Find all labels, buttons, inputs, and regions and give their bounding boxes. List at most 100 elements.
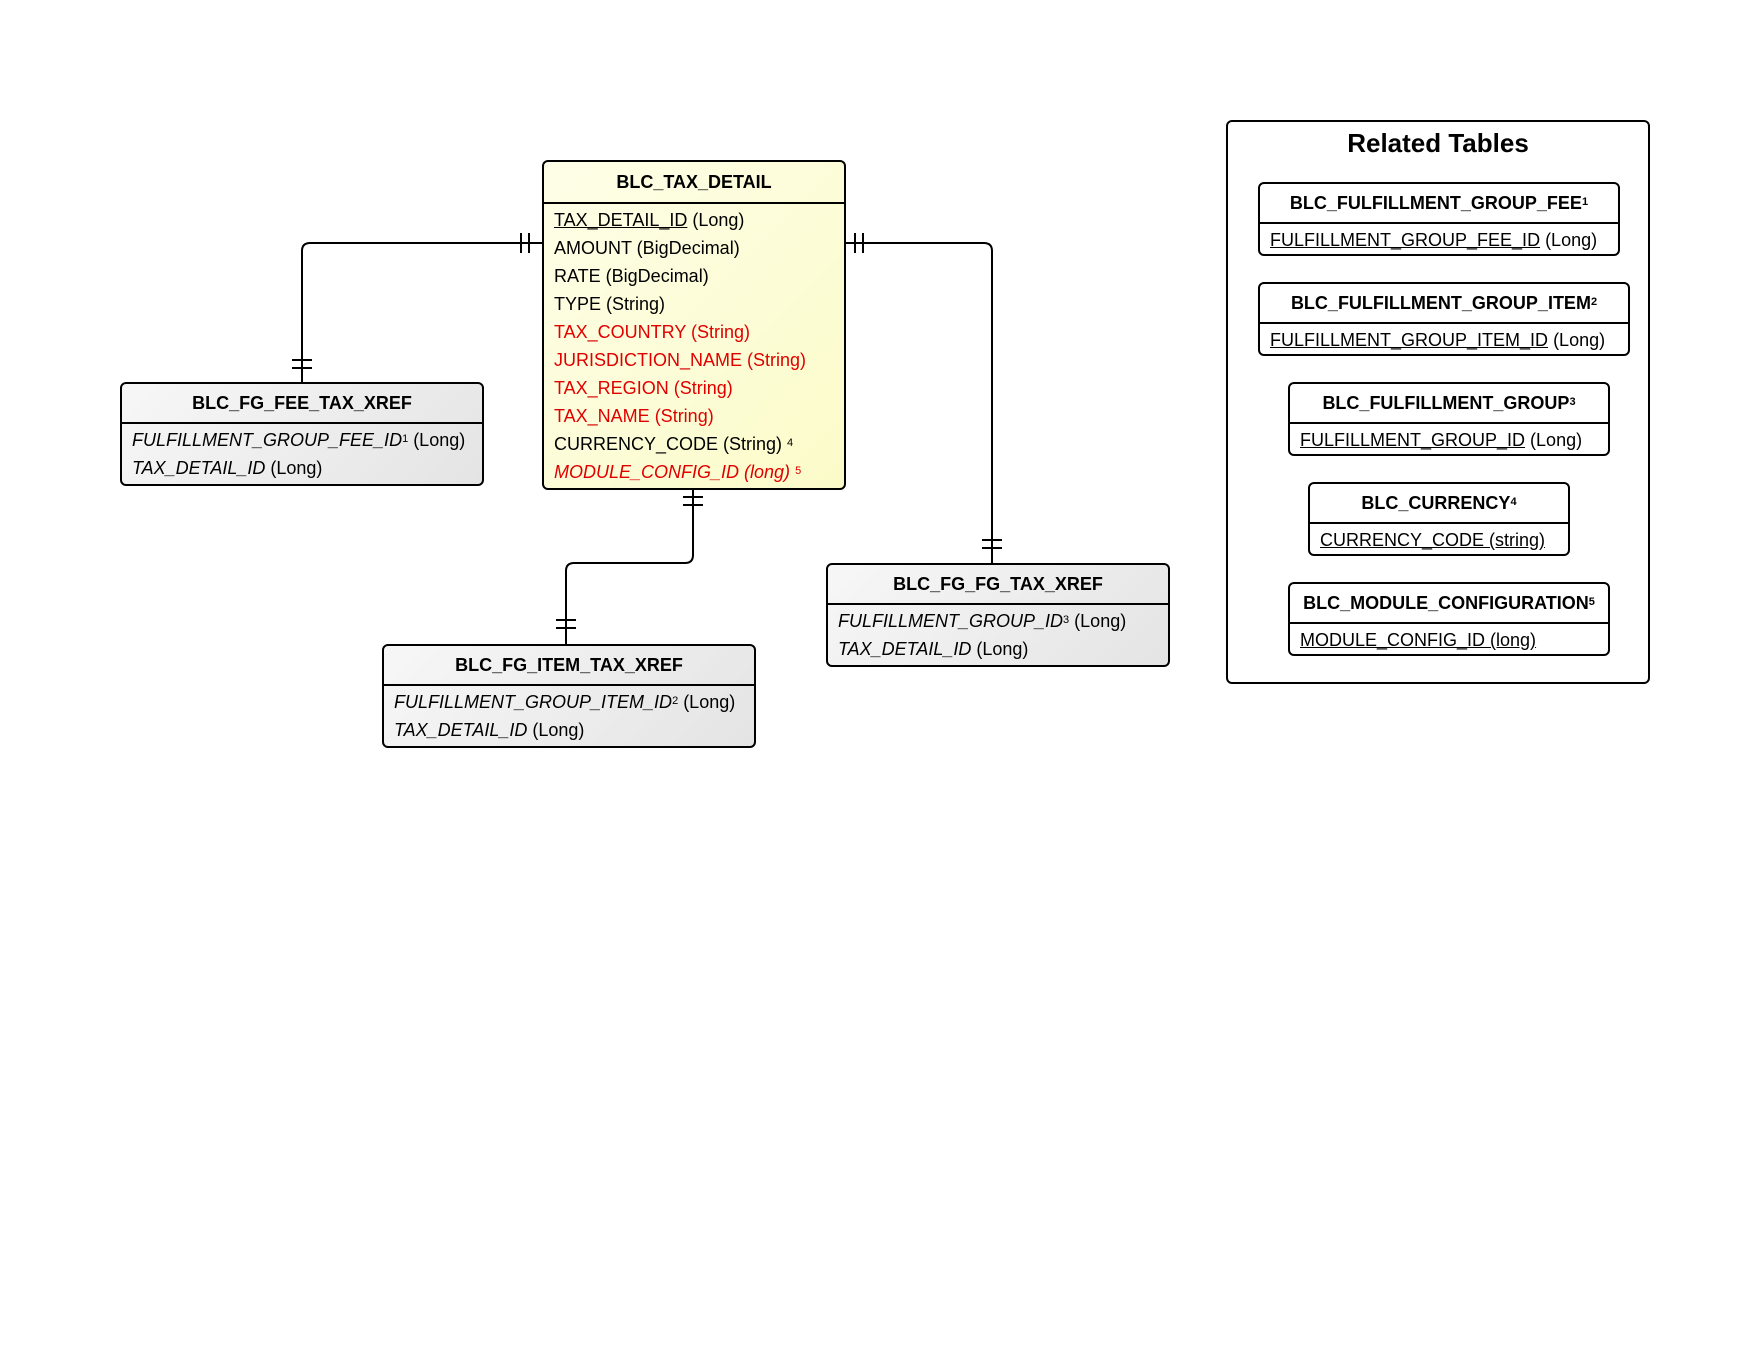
- entity-fields: FULFILLMENT_GROUP_ID3 (Long)TAX_DETAIL_I…: [828, 605, 1168, 663]
- entity-fields: FULFILLMENT_GROUP_ITEM_ID (Long): [1260, 324, 1628, 354]
- primary-key: FULFILLMENT_GROUP_FEE_ID: [1270, 230, 1541, 250]
- field-name: TAX_REGION: [554, 378, 669, 398]
- related-table-name: BLC_CURRENCY: [1361, 493, 1511, 513]
- field-row: TAX_COUNTRY (String): [554, 318, 844, 346]
- related-table-name: BLC_MODULE_CONFIGURATION: [1303, 593, 1589, 613]
- entity-fields: FULFILLMENT_GROUP_FEE_ID (Long): [1260, 224, 1618, 254]
- field-name: FULFILLMENT_GROUP_ITEM_ID: [394, 692, 673, 712]
- related-table-name: BLC_FULFILLMENT_GROUP: [1322, 393, 1570, 413]
- entity-blc-fg-item-tax-xref[interactable]: BLC_FG_ITEM_TAX_XREF FULFILLMENT_GROUP_I…: [382, 644, 756, 748]
- footnote-marker: 4: [787, 437, 794, 449]
- field-name: MODULE_CONFIG_ID: [554, 462, 740, 482]
- link-fee-xref: [301, 242, 542, 382]
- field-name: TAX_DETAIL_ID: [132, 458, 266, 478]
- cardinality-one-marker: [683, 496, 703, 506]
- field-type: (BigDecimal): [631, 238, 740, 258]
- entity-fields: FULFILLMENT_GROUP_ID (Long): [1290, 424, 1608, 454]
- footnote-marker: 5: [795, 465, 802, 477]
- cardinality-one-marker: [854, 233, 864, 253]
- field-type: (long): [739, 462, 796, 482]
- field-type: (Long): [687, 210, 745, 230]
- field-name: TAX_DETAIL_ID: [394, 720, 528, 740]
- field-type: (String): [686, 322, 751, 342]
- related-tables-title: Related Tables: [1347, 128, 1529, 158]
- footnote-marker: 2: [1590, 296, 1598, 308]
- field-name: TAX_DETAIL_ID: [838, 639, 972, 659]
- primary-key: FULFILLMENT_GROUP_ID: [1300, 430, 1526, 450]
- footnote-marker: 3: [1569, 396, 1576, 408]
- related-table-title: BLC_FULFILLMENT_GROUP_ITEM2: [1260, 284, 1628, 324]
- field-row: JURISDICTION_NAME (String): [554, 346, 844, 374]
- cardinality-one-marker: [556, 619, 576, 629]
- field-type: (Long): [1548, 330, 1606, 350]
- field-name: TAX_DETAIL_ID: [554, 210, 688, 230]
- field-name: FULFILLMENT_GROUP_FEE_ID: [132, 430, 403, 450]
- footnote-marker: 1: [402, 433, 409, 445]
- field-row: TAX_DETAIL_ID (Long): [132, 454, 482, 482]
- field-row: FULFILLMENT_GROUP_FEE_ID1 (Long): [132, 426, 482, 454]
- field-type: (Long): [1069, 611, 1127, 631]
- related-table-name: BLC_FULFILLMENT_GROUP_FEE: [1289, 193, 1582, 213]
- footnote-marker: 2: [672, 695, 679, 707]
- related-tables-panel: Related Tables BLC_FULFILLMENT_GROUP_FEE…: [1226, 120, 1650, 684]
- link-item-xref: [565, 490, 694, 644]
- field-name: TYPE: [554, 294, 602, 314]
- field-row: AMOUNT (BigDecimal): [554, 234, 844, 262]
- entity-blc-tax-detail[interactable]: BLC_TAX_DETAIL TAX_DETAIL_ID (Long)AMOUN…: [542, 160, 846, 490]
- entity-fields: FULFILLMENT_GROUP_ITEM_ID2 (Long)TAX_DET…: [384, 686, 754, 744]
- primary-key: FULFILLMENT_GROUP_ITEM_ID: [1270, 330, 1549, 350]
- footnote-marker: 1: [1581, 196, 1589, 208]
- field-type: (String): [668, 378, 733, 398]
- related-table-name: BLC_FULFILLMENT_GROUP_ITEM: [1290, 293, 1591, 313]
- footnote-marker: 4: [1510, 496, 1517, 508]
- primary-key: CURRENCY_CODE (string): [1320, 530, 1546, 550]
- related-table-title: BLC_FULFILLMENT_GROUP_FEE1: [1260, 184, 1618, 224]
- field-row: TAX_DETAIL_ID (Long): [394, 716, 754, 744]
- field-row: MODULE_CONFIG_ID (long): [1300, 626, 1608, 654]
- field-row: FULFILLMENT_GROUP_ITEM_ID (Long): [1270, 326, 1628, 354]
- field-name: FULFILLMENT_GROUP_ID: [838, 611, 1064, 631]
- entity-fields: FULFILLMENT_GROUP_FEE_ID1 (Long)TAX_DETA…: [122, 424, 482, 482]
- entity-title: BLC_FG_FEE_TAX_XREF: [122, 384, 482, 424]
- field-name: TAX_COUNTRY: [554, 322, 687, 342]
- field-row: TAX_REGION (String): [554, 374, 844, 402]
- related-table-title: BLC_MODULE_CONFIGURATION5: [1290, 584, 1608, 624]
- field-type: (String): [718, 434, 788, 454]
- entity-blc-fg-fg-tax-xref[interactable]: BLC_FG_FG_TAX_XREF FULFILLMENT_GROUP_ID3…: [826, 563, 1170, 667]
- field-name: TAX_NAME: [554, 406, 650, 426]
- entity-fields: MODULE_CONFIG_ID (long): [1290, 624, 1608, 654]
- field-row: CURRENCY_CODE (String) 4: [554, 430, 844, 458]
- field-row: TYPE (String): [554, 290, 844, 318]
- entity-title: BLC_FG_ITEM_TAX_XREF: [384, 646, 754, 686]
- field-row: FULFILLMENT_GROUP_ITEM_ID2 (Long): [394, 688, 754, 716]
- footnote-marker: 3: [1063, 614, 1070, 626]
- entity-title: BLC_FG_FG_TAX_XREF: [828, 565, 1168, 605]
- related-table-title: BLC_CURRENCY4: [1310, 484, 1568, 524]
- field-type: (Long): [1540, 230, 1598, 250]
- cardinality-one-marker: [982, 539, 1002, 549]
- field-type: (Long): [265, 458, 323, 478]
- footnote-marker: 5: [1588, 596, 1595, 608]
- entity-blc-fg-fee-tax-xref[interactable]: BLC_FG_FEE_TAX_XREF FULFILLMENT_GROUP_FE…: [120, 382, 484, 486]
- field-row: TAX_NAME (String): [554, 402, 844, 430]
- cardinality-one-marker: [520, 233, 530, 253]
- field-type: (String): [601, 294, 666, 314]
- link-fg-xref: [846, 242, 993, 563]
- field-type: (Long): [408, 430, 466, 450]
- field-type: (Long): [971, 639, 1029, 659]
- field-row: TAX_DETAIL_ID (Long): [838, 635, 1168, 663]
- field-type: (Long): [1525, 430, 1583, 450]
- entity-fields: CURRENCY_CODE (string): [1310, 524, 1568, 554]
- primary-key: MODULE_CONFIG_ID (long): [1300, 630, 1537, 650]
- related-table-title: BLC_FULFILLMENT_GROUP3: [1290, 384, 1608, 424]
- field-name: CURRENCY_CODE: [554, 434, 719, 454]
- field-row: FULFILLMENT_GROUP_ID (Long): [1300, 426, 1608, 454]
- cardinality-one-marker: [292, 359, 312, 369]
